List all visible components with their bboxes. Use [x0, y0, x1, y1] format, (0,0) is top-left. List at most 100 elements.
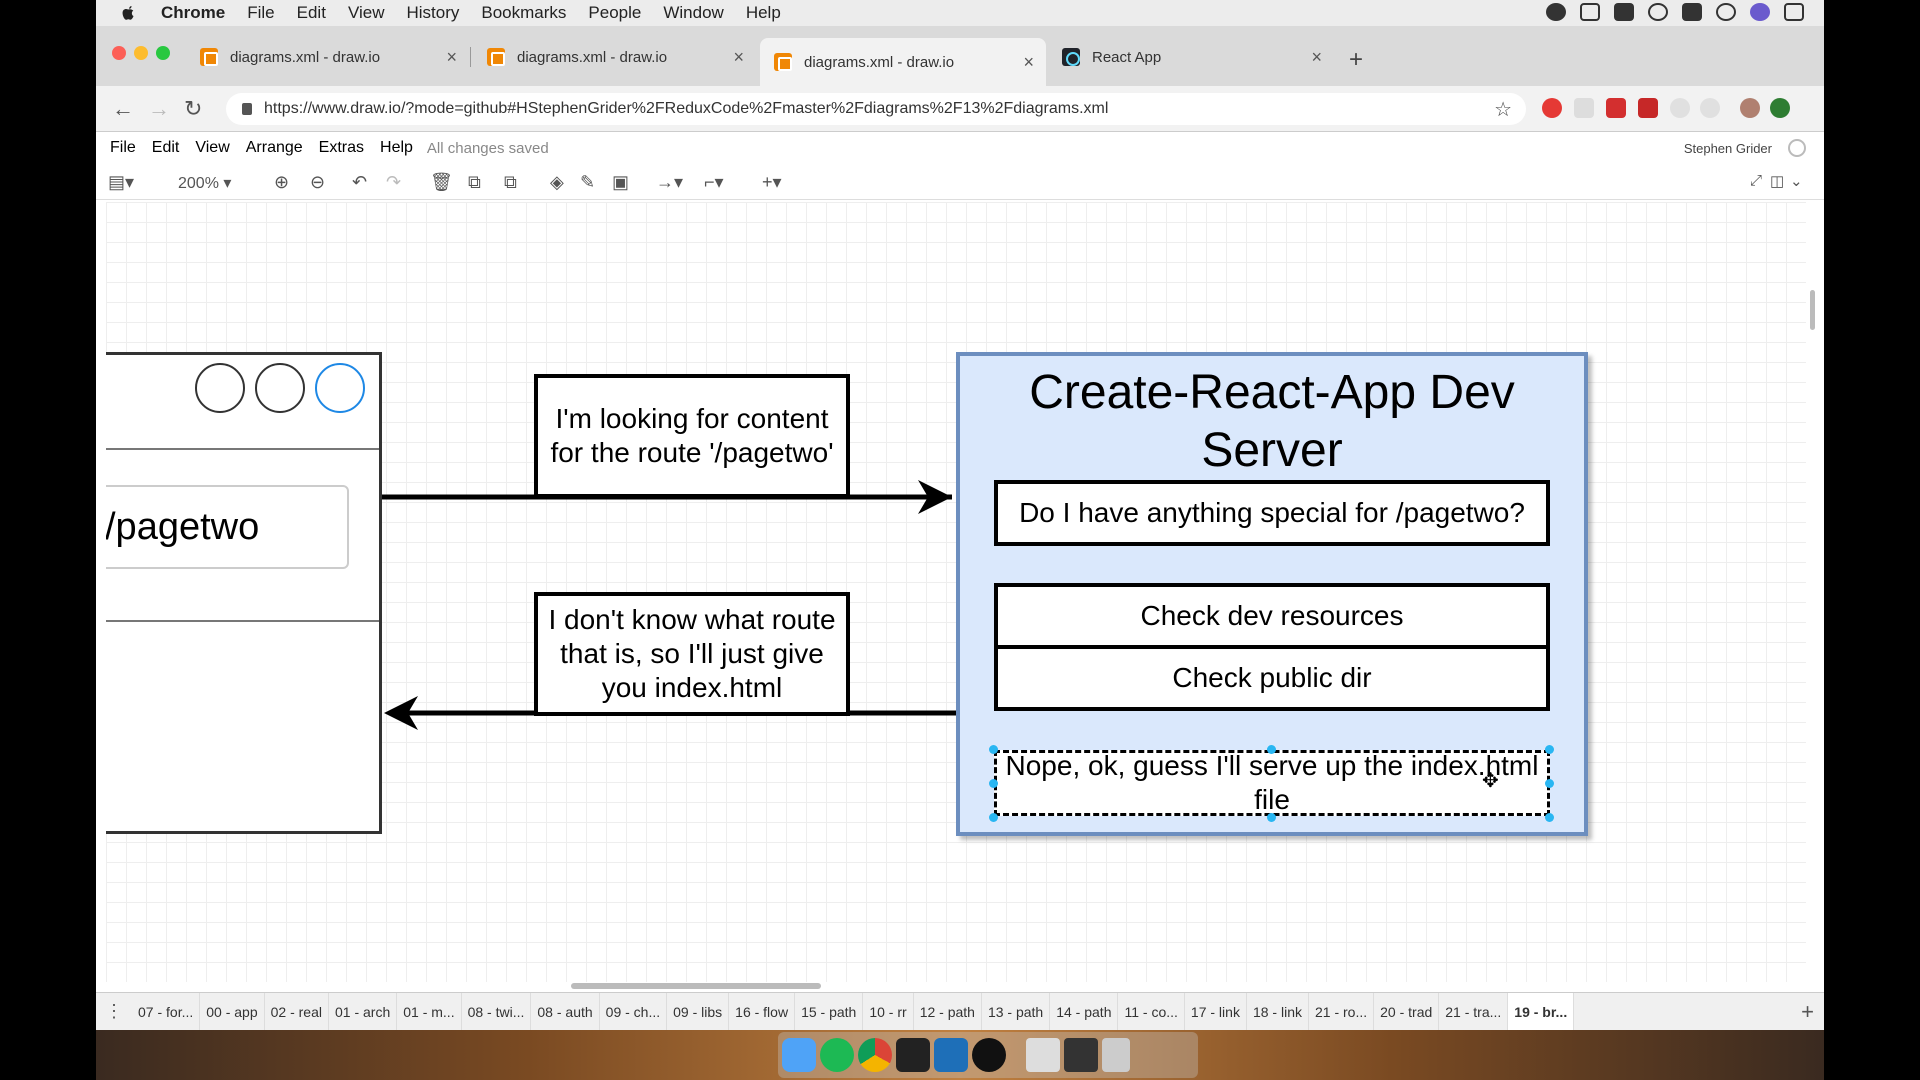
step-check-dev-resources[interactable]: Check dev resources: [994, 583, 1550, 649]
zoom-out-icon[interactable]: ⊖: [310, 172, 326, 192]
browser-mockup[interactable]: /pagetwo: [106, 352, 382, 834]
preview-icon[interactable]: [1026, 1038, 1060, 1072]
page-tab[interactable]: 02 - real: [265, 992, 329, 1030]
extension-icon-8[interactable]: [1770, 98, 1790, 118]
menubar-item-help[interactable]: Help: [745, 3, 781, 22]
drawio-menu-arrange[interactable]: Arrange: [245, 139, 303, 156]
close-tab-icon[interactable]: ×: [446, 46, 457, 67]
add-page-icon[interactable]: +: [1801, 998, 1814, 1024]
docker-icon[interactable]: [1614, 3, 1634, 21]
collapse-icon[interactable]: ⌄: [1790, 173, 1803, 190]
page-tab[interactable]: 08 - auth: [531, 992, 600, 1030]
menubar-app-name[interactable]: Chrome: [161, 3, 226, 22]
page-tab[interactable]: 13 - path: [982, 992, 1051, 1030]
trash-icon[interactable]: [1102, 1038, 1130, 1072]
page-tab[interactable]: 14 - path: [1050, 992, 1119, 1030]
mockup-url-box[interactable]: /pagetwo: [106, 485, 349, 569]
page-tab[interactable]: 16 - flow: [729, 992, 796, 1030]
selection-handle-tr[interactable]: [1545, 745, 1554, 754]
selection-handle-bm[interactable]: [1267, 813, 1276, 822]
selection-handle-tm[interactable]: [1267, 745, 1276, 754]
drawio-menu-extras[interactable]: Extras: [318, 139, 365, 156]
page-tab[interactable]: 21 - tra...: [1439, 992, 1509, 1030]
forward-button[interactable]: →: [148, 96, 170, 121]
step-serve-index-selected[interactable]: Nope, ok, guess I'll serve up the index.…: [994, 750, 1550, 816]
drawio-menu-file[interactable]: File: [110, 139, 136, 156]
terminal-icon[interactable]: [896, 1038, 930, 1072]
connection-style-icon[interactable]: →▾: [656, 172, 684, 192]
zoom-window-button[interactable]: [156, 46, 170, 60]
spotify-icon[interactable]: [820, 1038, 854, 1072]
back-button[interactable]: ←: [112, 96, 134, 121]
menubar-item-bookmarks[interactable]: Bookmarks: [481, 3, 567, 22]
minimize-window-button[interactable]: [134, 46, 148, 60]
notification-center-icon[interactable]: [1784, 3, 1804, 21]
reload-button[interactable]: ↻: [184, 96, 203, 121]
menubar-item-window[interactable]: Window: [663, 3, 724, 22]
fill-color-icon[interactable]: ◈: [550, 172, 564, 192]
browser-tab-3-active[interactable]: diagrams.xml - draw.io ×: [760, 38, 1046, 86]
vscode-icon[interactable]: [934, 1038, 968, 1072]
to-back-icon[interactable]: ⧉: [504, 172, 517, 192]
page-tab[interactable]: 20 - trad: [1374, 992, 1440, 1030]
bookmark-star-icon[interactable]: ☆: [1494, 98, 1512, 121]
browser-tab-1[interactable]: diagrams.xml - draw.io ×: [186, 38, 471, 76]
page-tabs-menu-icon[interactable]: ⋮: [105, 1001, 123, 1021]
horizontal-scrollbar[interactable]: [571, 983, 821, 989]
page-tab[interactable]: 10 - rr: [863, 992, 914, 1030]
page-tab[interactable]: 00 - app: [200, 992, 265, 1030]
menubar-item-people[interactable]: People: [588, 3, 642, 22]
globe-icon[interactable]: [1788, 139, 1806, 157]
redo-icon[interactable]: ↷: [386, 172, 402, 192]
glasses-icon[interactable]: [1580, 3, 1600, 21]
search-icon[interactable]: [1716, 3, 1736, 21]
browser-tab-4[interactable]: React App ×: [1048, 38, 1334, 76]
page-tab[interactable]: 18 - link: [1247, 992, 1309, 1030]
toggle-panel-icon[interactable]: ◫: [1770, 173, 1785, 190]
drawio-menu-view[interactable]: View: [195, 139, 230, 156]
record-icon[interactable]: [1546, 3, 1566, 21]
drawio-menu-help[interactable]: Help: [380, 139, 413, 156]
waypoints-icon[interactable]: ⌐▾: [704, 172, 724, 192]
dev-server-container[interactable]: Create-React-App Dev Server Do I have an…: [956, 352, 1588, 836]
insert-icon[interactable]: +▾: [762, 172, 782, 192]
siri-icon[interactable]: [1750, 3, 1770, 21]
page-tab[interactable]: 12 - path: [914, 992, 982, 1030]
extension-icon-3[interactable]: [1606, 98, 1626, 118]
selection-handle-ml[interactable]: [989, 779, 998, 788]
finder-icon[interactable]: [782, 1038, 816, 1072]
page-tab[interactable]: 19 - br...: [1508, 992, 1575, 1030]
close-tab-icon[interactable]: ×: [1311, 46, 1322, 67]
page-tab[interactable]: 09 - libs: [667, 992, 730, 1030]
zoom-in-icon[interactable]: ⊕: [274, 172, 290, 192]
drawio-menu-edit[interactable]: Edit: [151, 139, 180, 156]
close-tab-icon[interactable]: ×: [733, 46, 744, 67]
fullscreen-icon[interactable]: ⤢: [1750, 172, 1763, 189]
extension-icon-6[interactable]: [1700, 98, 1720, 118]
response-label-box[interactable]: I don't know what route that is, so I'll…: [534, 592, 850, 716]
profile-avatar[interactable]: [1740, 98, 1760, 118]
extension-icon-4[interactable]: [1638, 98, 1658, 118]
shadow-icon[interactable]: ▣: [612, 172, 630, 192]
page-tab[interactable]: 17 - link: [1185, 992, 1247, 1030]
dock-folder-icon[interactable]: [1064, 1038, 1098, 1072]
wifi-icon[interactable]: [1648, 3, 1668, 21]
page-tab[interactable]: 09 - ch...: [600, 992, 668, 1030]
css-extension-icon[interactable]: [1574, 98, 1594, 118]
extension-icon-5[interactable]: [1670, 98, 1690, 118]
undo-icon[interactable]: ↶: [352, 172, 368, 192]
page-tab[interactable]: 07 - for...: [132, 992, 201, 1030]
format-panel-icon[interactable]: ▤▾: [108, 172, 135, 192]
step-special-route[interactable]: Do I have anything special for /pagetwo?: [994, 480, 1550, 546]
menubar-item-view[interactable]: View: [347, 3, 385, 22]
page-tab[interactable]: 08 - twi...: [462, 992, 532, 1030]
to-front-icon[interactable]: ⧉: [468, 172, 481, 192]
diagram-canvas[interactable]: /pagetwo I'm looking for content for the…: [106, 202, 1806, 982]
line-color-icon[interactable]: ✎: [580, 172, 596, 192]
browser-tab-2[interactable]: diagrams.xml - draw.io ×: [473, 38, 756, 76]
selection-handle-mr[interactable]: [1545, 779, 1554, 788]
step-check-public-dir[interactable]: Check public dir: [994, 645, 1550, 711]
selection-handle-bl[interactable]: [989, 813, 998, 822]
page-tab[interactable]: 21 - ro...: [1309, 992, 1375, 1030]
selection-handle-br[interactable]: [1545, 813, 1554, 822]
